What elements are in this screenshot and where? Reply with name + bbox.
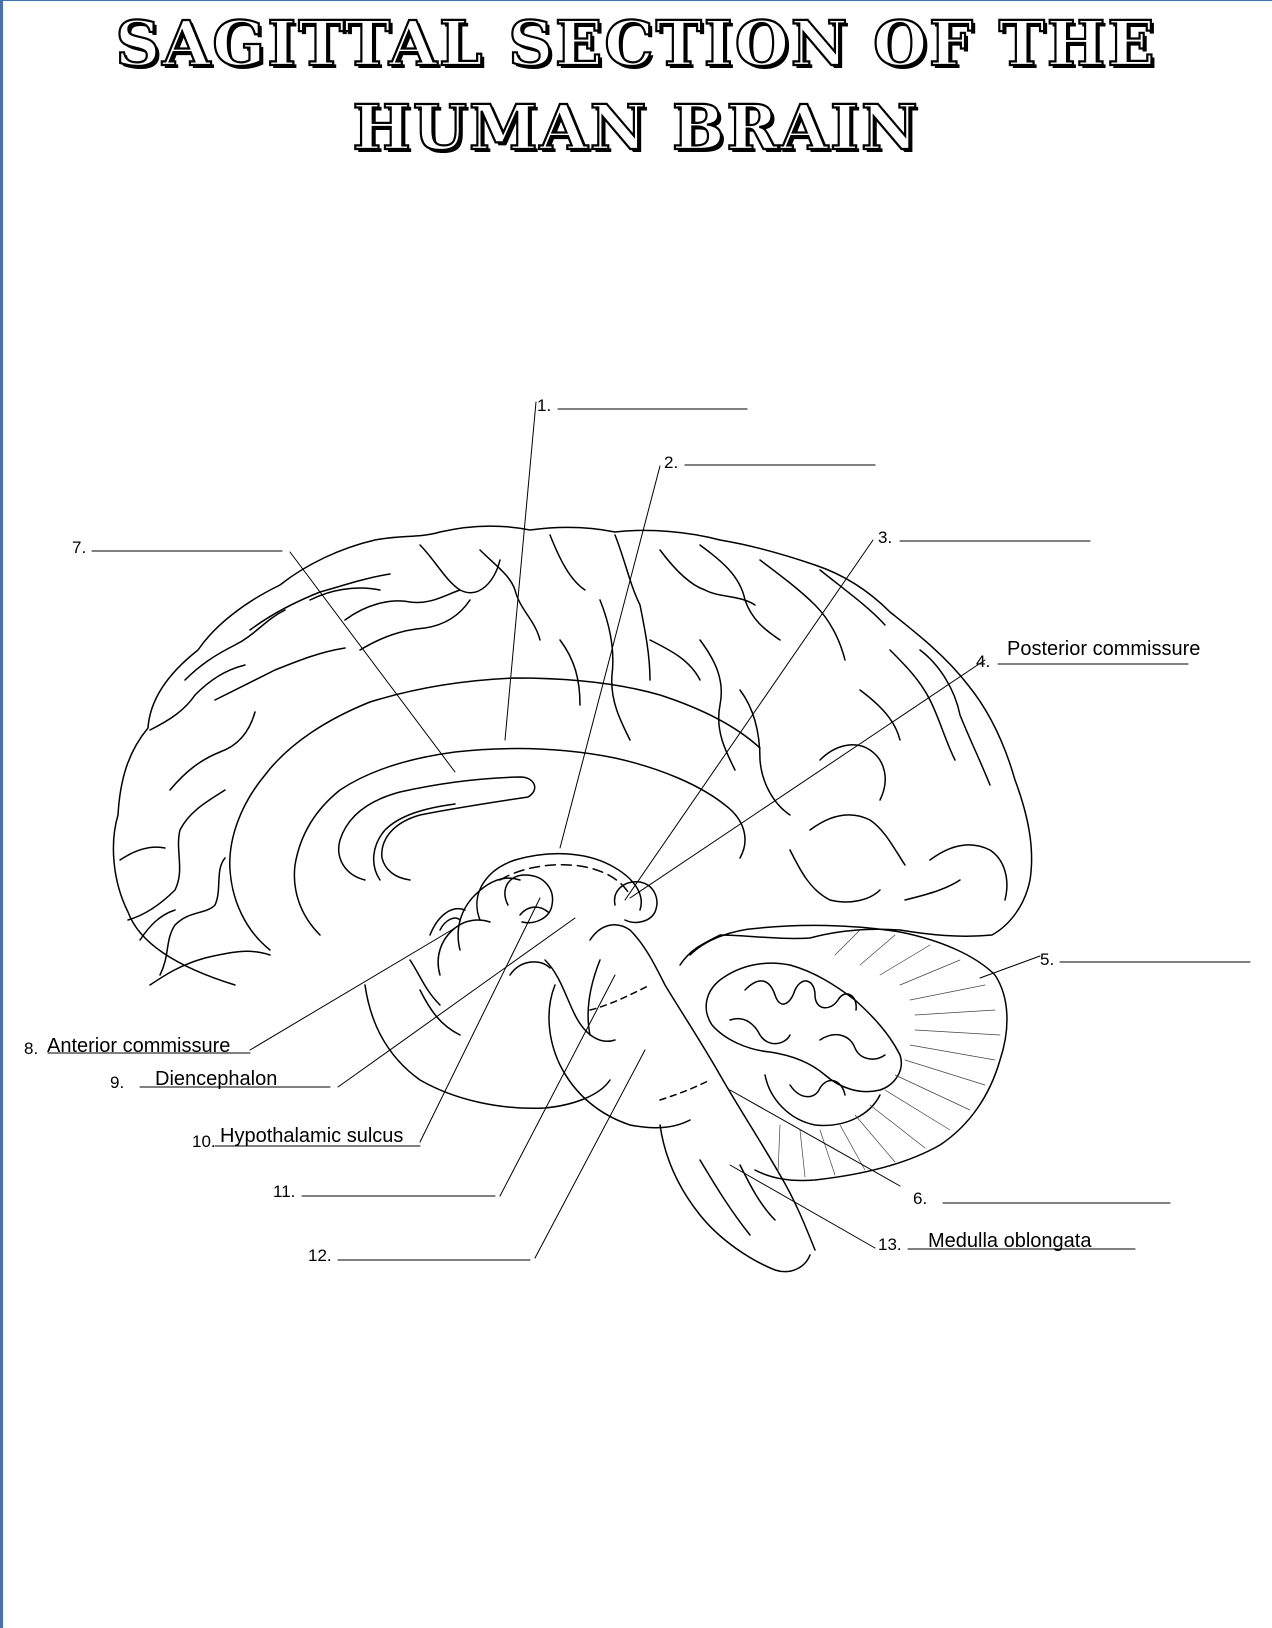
label-answer-4: Posterior commissure <box>1007 638 1200 660</box>
label-number-2: 2. <box>664 453 678 472</box>
arbor-vitae-branch <box>819 1033 886 1060</box>
gyrus-contour <box>859 689 901 741</box>
label-answer-10: Hypothalamic sulcus <box>220 1125 403 1147</box>
arbor-vitae <box>705 962 902 1093</box>
hypothalamus <box>437 919 491 976</box>
cerebellum-outline <box>689 924 1008 1182</box>
pons <box>548 984 691 1129</box>
gyrus-contour <box>919 649 991 786</box>
cerebellar-folia <box>777 929 1001 1178</box>
label-number-9: 9. <box>110 1073 124 1092</box>
fornix <box>476 852 642 921</box>
gyrus-contour <box>214 647 346 701</box>
label-number-11: 11. <box>273 1182 295 1201</box>
arbor-vitae-lower-branch <box>789 1079 846 1098</box>
gyrus-contour <box>344 589 461 621</box>
page-top-border <box>0 0 1272 1</box>
midbrain <box>589 924 721 1076</box>
label-number-8: 8. <box>24 1039 38 1058</box>
gyrus-contour <box>739 689 791 816</box>
gyrus-contour <box>889 649 956 761</box>
corpus-callosum-inner <box>373 803 456 881</box>
gyrus-contour <box>149 664 246 731</box>
corpus-callosum <box>338 776 536 881</box>
mammillary <box>509 961 551 976</box>
label-number-5: 5. <box>1040 950 1054 969</box>
medulla-line <box>739 1164 776 1221</box>
label-answer-9: Diencephalon <box>155 1068 277 1090</box>
gyrus-contour <box>904 879 961 901</box>
medulla-line <box>699 1159 751 1236</box>
gyrus-contour <box>184 609 286 681</box>
medulla-back <box>719 1074 816 1251</box>
gyrus-contour <box>759 559 846 661</box>
gyrus-contour <box>614 534 651 681</box>
arbor-vitae-branch <box>744 980 857 1011</box>
gyrus-contour <box>819 569 886 626</box>
gyrus-contour <box>649 639 701 681</box>
gyrus-contour <box>139 909 176 941</box>
gyrus-contour <box>419 544 501 594</box>
arbor-vitae-lower <box>764 1074 881 1127</box>
gyrus-contour <box>789 849 881 903</box>
temporal-inner <box>409 959 441 1006</box>
answer-lines <box>47 408 1251 1261</box>
leader-lines <box>249 401 1041 1259</box>
optic-chiasm <box>429 908 466 936</box>
gyrus-contour <box>119 846 166 861</box>
gyrus-contour <box>149 950 271 986</box>
gyrus-contour <box>159 857 226 976</box>
label-number-1: 1. <box>537 396 551 415</box>
label-number-3: 3. <box>878 528 892 547</box>
temporal-lobe <box>364 984 611 1110</box>
label-answer-8: Anterior commissure <box>47 1035 230 1057</box>
fornix-dashed <box>499 864 629 893</box>
gyrus-contour <box>929 844 1008 901</box>
pineal-area <box>613 881 658 924</box>
page-title: SAGITTAL SECTION OF THE HUMAN BRAIN <box>0 2 1272 170</box>
thalamus-inner <box>519 906 549 916</box>
label-number-6: 6. <box>913 1189 927 1208</box>
arbor-vitae-branch <box>729 1018 791 1045</box>
label-number-4: 4. <box>976 652 990 671</box>
gyrus-contour <box>249 573 391 631</box>
page-left-border <box>0 0 3 1628</box>
label-number-13: 13. <box>878 1235 902 1254</box>
title-line-2: HUMAN BRAIN <box>351 90 920 165</box>
gyrus-contour <box>309 587 381 601</box>
gyrus-contour <box>479 549 541 641</box>
gyrus-contour <box>359 599 471 651</box>
gyrus-contour <box>699 639 736 771</box>
label-number-10: 10. <box>192 1132 216 1151</box>
label-number-12: 12. <box>308 1246 332 1265</box>
cerebrum-outline <box>112 525 1033 986</box>
gyrus-contour <box>549 534 586 591</box>
optic-chiasm-2 <box>439 917 461 931</box>
gyrus-contour <box>599 599 631 741</box>
gyrus-contour <box>559 639 581 706</box>
label-answer-13: Medulla oblongata <box>928 1230 1092 1252</box>
callosal-sulcus <box>293 747 746 936</box>
thalamus <box>504 874 554 924</box>
gyrus-contour <box>819 744 886 801</box>
gyrus-contour <box>127 789 226 921</box>
pituitary <box>544 959 616 1042</box>
pons-dashed-2 <box>659 1079 711 1101</box>
gyrus-contour <box>169 711 256 791</box>
gyrus-contour <box>699 544 781 641</box>
gyrus-contour <box>659 549 756 606</box>
pons-front <box>587 959 601 1036</box>
gyrus-contour <box>809 814 906 866</box>
label-number-7: 7. <box>72 538 86 557</box>
third-ventricle <box>457 877 521 951</box>
temporal-inner <box>419 989 461 1036</box>
cingulate-gyrus <box>229 677 761 951</box>
pons-dashed <box>589 984 651 1011</box>
title-line-1: SAGITTAL SECTION OF THE <box>114 6 1157 81</box>
medulla <box>659 1124 811 1273</box>
